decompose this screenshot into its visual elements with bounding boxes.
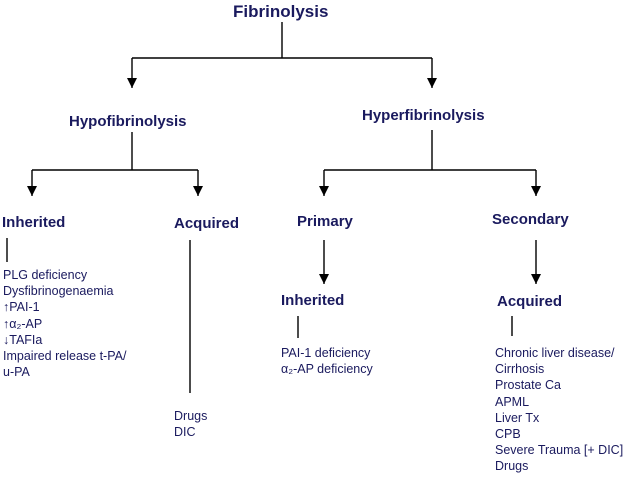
list-item: ↓TAFIa [3, 332, 43, 347]
list-hypo-acquired: Drugs DIC [174, 408, 207, 440]
list-item: DIC [174, 425, 196, 440]
list-item: u-PA [3, 365, 30, 380]
node-primary-inherited: Inherited [281, 292, 345, 309]
list-item: α₂-AP deficiency [281, 362, 373, 377]
list-item: PLG deficiency [3, 268, 88, 282]
node-hypofibrinolysis: Hypofibrinolysis [69, 113, 187, 130]
list-secondary-acquired: Chronic liver disease/ Cirrhosis Prostat… [495, 345, 623, 475]
list-item: Drugs [174, 409, 208, 423]
node-fibrinolysis: Fibrinolysis [233, 2, 329, 21]
list-hypo-inherited: PLG deficiency Dysfibrinogenaemia ↑PAI-1… [3, 267, 126, 380]
node-hypo-inherited: Inherited [2, 214, 66, 231]
node-primary: Primary [297, 213, 353, 230]
list-primary-inherited: PAI-1 deficiency α₂-AP deficiency [281, 345, 373, 377]
list-item: APML [495, 394, 530, 409]
list-item: PAI-1 deficiency [281, 346, 371, 360]
list-item: Dysfibrinogenaemia [3, 284, 114, 299]
list-item: Prostate Ca [495, 378, 562, 393]
node-hypo-acquired: Acquired [174, 215, 240, 232]
node-secondary: Secondary [492, 211, 569, 228]
list-item: Liver Tx [495, 410, 540, 425]
list-item: Cirrhosis [495, 362, 545, 377]
list-item: CPB [495, 427, 521, 442]
node-secondary-acquired: Acquired [497, 293, 563, 310]
list-item: Chronic liver disease/ [495, 346, 615, 360]
list-item: ↑PAI-1 [3, 300, 40, 315]
list-item: Severe Trauma [+ DIC] [495, 443, 624, 458]
list-item: ↑α₂-AP [3, 316, 43, 331]
list-item: Impaired release t-PA/ [3, 349, 127, 364]
node-hyperfibrinolysis: Hyperfibrinolysis [362, 107, 485, 124]
list-item: Drugs [495, 459, 529, 474]
